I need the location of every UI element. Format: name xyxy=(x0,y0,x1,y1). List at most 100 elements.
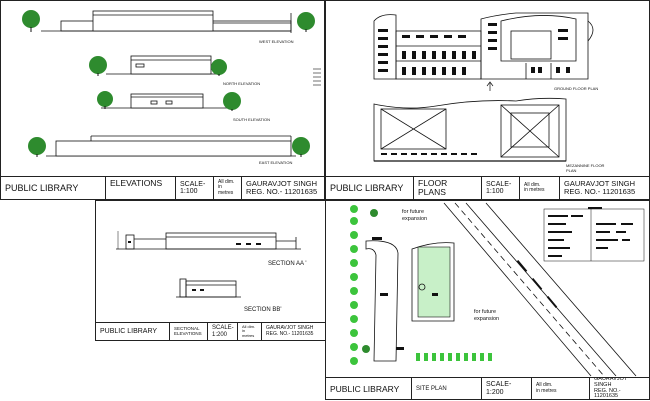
author-cell: GAURAVJOT SINGH REG. NO.- 11201635 xyxy=(262,323,326,340)
mezzanine-plan-label-line-2: PLAN xyxy=(566,168,577,173)
road xyxy=(443,202,637,377)
site-plan-sheet: for future expansion for future expansio… xyxy=(325,200,650,400)
north-elevation xyxy=(106,55,221,75)
dims-line-1: All dim. xyxy=(536,382,553,389)
scale-value: 1:100 xyxy=(180,188,198,195)
mezzanine-floor-plan xyxy=(373,97,567,162)
floor-plans-drawing: GROUND FLOOR PLAN MEZANNINE FLOOR PLAN xyxy=(373,12,605,173)
tree-icon xyxy=(28,137,46,157)
section-aa xyxy=(116,231,301,250)
mezzanine-plan-label-line-1: MEZANNINE FLOOR xyxy=(566,163,605,168)
section-bb xyxy=(176,278,241,298)
title-block: PUBLIC LIBRARY FLOOR PLANS SCALE- 1:100 … xyxy=(326,176,649,199)
scale-label: SCALE- xyxy=(486,180,512,188)
east-elevation-label: EAST ELEVATION xyxy=(259,160,292,165)
drawing-title-line-1: SECTIONAL xyxy=(174,325,200,331)
lawn xyxy=(417,246,451,318)
dims-cell: All dim. in metres xyxy=(238,323,262,340)
author-cell: GAURAVJOT SINGH REG. NO.- 11201635 xyxy=(242,177,324,199)
dims-line-2: in metres xyxy=(242,328,255,338)
south-elevation-label: SOUTH ELEVATION xyxy=(233,117,270,122)
author-name: GAURAVJOT SINGH xyxy=(594,378,628,388)
scale-label: SCALE- xyxy=(486,381,512,389)
registration-number: REG. NO.- 11201635 xyxy=(266,330,314,337)
scale-label: SCALE- xyxy=(212,325,234,332)
tree-icon xyxy=(223,92,241,111)
dims-line-1: All dim. xyxy=(242,324,256,330)
section-bb-label: SECTION BB' xyxy=(244,307,282,313)
tree-icon xyxy=(362,345,370,353)
furniture-pattern xyxy=(381,153,477,155)
parking-rows xyxy=(416,353,492,361)
furniture-pattern xyxy=(378,23,570,75)
project-name: PUBLIC LIBRARY xyxy=(326,177,414,199)
scale-cell: SCALE- 1:100 xyxy=(482,177,520,199)
south-elevation xyxy=(101,93,236,109)
east-elevation xyxy=(46,135,296,157)
scale-cell: SCALE- 1:200 xyxy=(482,378,532,399)
dims-cell: All dim. in metres xyxy=(532,378,590,399)
west-elevation-label: WEST ELEVATION xyxy=(259,39,294,44)
dims-line-2: in metres xyxy=(218,184,234,196)
tree-icon xyxy=(292,137,310,157)
scale-label: SCALE- xyxy=(180,180,206,188)
scale-cell: SCALE- 1:100 xyxy=(176,177,214,199)
dims-cell: All dim. in metres xyxy=(214,177,242,199)
scale-value: 1:100 xyxy=(486,188,504,195)
drawing-title-line-1: FLOOR xyxy=(418,178,448,189)
author-cell: GAURAVJOT SINGH REG. NO.- 11201635 xyxy=(590,378,649,399)
dims-line-1: All dim. xyxy=(218,179,235,186)
section-bb-fill xyxy=(192,289,204,291)
scale-value: 1:200 xyxy=(212,331,228,338)
project-name: PUBLIC LIBRARY xyxy=(326,378,412,399)
drawing-title: SITE PLAN xyxy=(412,378,482,399)
dims-line-2: in metres xyxy=(524,187,545,193)
elevations-drawing: WEST ELEVATION NORTH ELEVATION xyxy=(22,10,321,165)
sections-drawing: SECTION AA ' SECTION BB' xyxy=(116,231,307,313)
section-aa-label: SECTION AA ' xyxy=(268,261,307,267)
ground-floor-plan xyxy=(373,12,594,80)
drawing-title-line-2: ELEVATIONS xyxy=(174,330,202,336)
author-name: GAURAVJOT SINGH xyxy=(266,325,314,332)
north-arrow-icon xyxy=(486,81,494,91)
elevations-sheet: WEST ELEVATION NORTH ELEVATION xyxy=(0,0,325,200)
dims-cell: All dim. in metres xyxy=(520,177,560,199)
site-plan-drawing: for future expansion for future expansio… xyxy=(350,202,645,377)
project-name: PUBLIC LIBRARY xyxy=(96,323,170,340)
tree-icon xyxy=(211,59,227,76)
dims-line-1: All dim. xyxy=(524,181,541,188)
future-expansion-label: for future xyxy=(402,209,424,215)
registration-number: REG. NO.- 11201635 xyxy=(246,187,318,196)
tree-icon xyxy=(97,91,113,109)
floor-plans-sheet: GROUND FLOOR PLAN MEZANNINE FLOOR PLAN P… xyxy=(325,0,650,200)
author-name: GAURAVJOT SINGH xyxy=(246,179,317,189)
building-labels xyxy=(372,237,438,350)
drawing-title: SECTIONAL ELEVATIONS xyxy=(170,323,208,340)
west-elevation xyxy=(41,10,292,33)
drawing-title-line-2: PLANS xyxy=(418,187,446,197)
scale-cell: SCALE- 1:200 xyxy=(208,323,238,340)
title-block: PUBLIC LIBRARY SITE PLAN SCALE- 1:200 Al… xyxy=(326,377,649,399)
site-legend-text xyxy=(548,207,633,257)
future-expansion-label: for future xyxy=(474,309,496,315)
scale-value: 1:200 xyxy=(486,388,504,396)
future-expansion-label: expansion xyxy=(474,316,499,322)
future-expansion-label: expansion xyxy=(402,216,427,222)
author-name: GAURAVJOT SINGH xyxy=(564,179,635,189)
tree-icon xyxy=(89,56,107,76)
author-cell: GAURAVJOT SINGH REG. NO.- 11201635 xyxy=(560,177,649,199)
title-block: PUBLIC LIBRARY SECTIONAL ELEVATIONS SCAL… xyxy=(96,322,326,340)
parking-marks xyxy=(516,259,558,309)
title-block: PUBLIC LIBRARY ELEVATIONS SCALE- 1:100 A… xyxy=(1,176,324,199)
registration-number: REG. NO.- 11201635 xyxy=(594,387,621,399)
section-aa-fill xyxy=(128,241,261,245)
landscape-strip xyxy=(350,205,358,365)
fountain-icon xyxy=(418,283,426,291)
tree-icon xyxy=(297,12,315,32)
sections-sheet: SECTION AA ' SECTION BB' PUBLIC LIBRARY … xyxy=(95,200,327,341)
tree-icon xyxy=(370,209,378,217)
tree-icon xyxy=(22,10,40,32)
north-elevation-label: NORTH ELEVATION xyxy=(223,81,260,86)
dims-line-2: in metres xyxy=(536,387,557,394)
drawing-title: ELEVATIONS xyxy=(106,177,176,199)
